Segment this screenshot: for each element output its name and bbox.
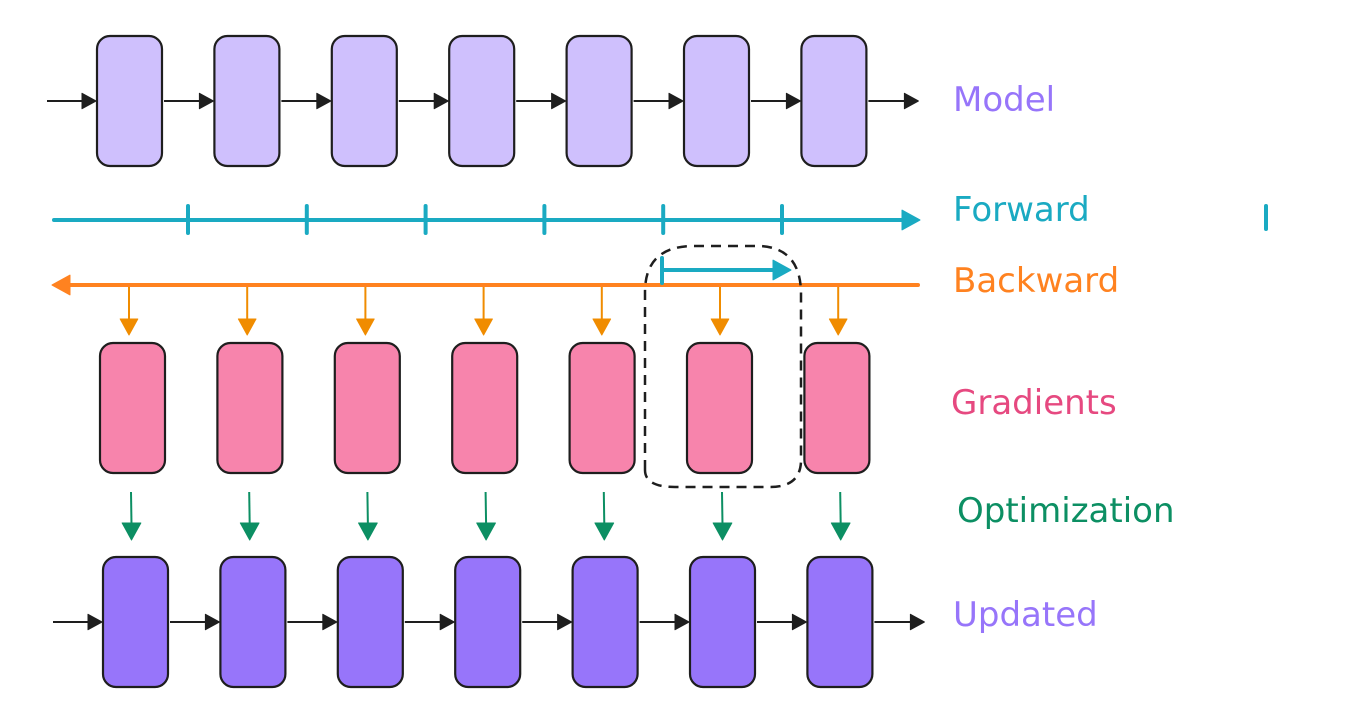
arrowhead-icon xyxy=(772,259,792,281)
updated-layer-2 xyxy=(219,555,287,689)
arrowhead-icon xyxy=(121,522,142,541)
gradient-layer-7 xyxy=(803,341,871,475)
model-layer-3 xyxy=(330,34,398,168)
arrowhead-icon xyxy=(476,522,496,541)
arrowhead-icon xyxy=(674,613,690,631)
arrowhead-icon xyxy=(198,92,214,110)
gradient-layer-4 xyxy=(451,341,519,475)
arrowhead-icon xyxy=(322,613,338,631)
arrowhead-icon xyxy=(903,92,919,110)
arrowhead-icon xyxy=(87,613,103,631)
dashed-highlight-box xyxy=(643,244,803,489)
arrowhead-icon xyxy=(828,318,848,336)
gradient-layer-1 xyxy=(98,341,167,475)
updated-layer-1 xyxy=(101,555,170,689)
optimization-arrow xyxy=(130,491,133,526)
updated-model-row xyxy=(53,555,925,689)
model-row xyxy=(47,34,919,168)
optimization-arrow xyxy=(721,491,724,526)
label-model: Model xyxy=(953,80,1056,120)
arrowhead-icon xyxy=(356,318,375,336)
model-layer-6 xyxy=(682,34,751,168)
arrowhead-icon xyxy=(791,613,807,631)
arrowhead-icon xyxy=(439,613,455,631)
arrowhead-icon xyxy=(557,613,573,631)
optimization-arrow xyxy=(248,491,251,526)
arrowhead-icon xyxy=(830,522,851,541)
label-backward: Backward xyxy=(953,261,1120,301)
optimization-arrow xyxy=(484,491,488,526)
forward-timeline xyxy=(52,204,921,235)
label-optimization: Optimization xyxy=(957,491,1175,531)
model-layer-4 xyxy=(448,34,516,168)
label-updated: Updated xyxy=(953,595,1098,635)
model-layer-7 xyxy=(800,34,868,168)
arrowhead-icon xyxy=(204,613,220,631)
gradients-row xyxy=(98,341,871,475)
label-gradients: Gradients xyxy=(951,383,1117,423)
arrowhead-icon xyxy=(81,92,97,110)
arrowhead-icon xyxy=(909,613,925,631)
updated-layer-5 xyxy=(571,555,639,689)
gradient-layer-6 xyxy=(685,341,754,475)
arrowhead-icon xyxy=(712,522,733,541)
label-forward: Forward xyxy=(953,190,1090,230)
arrowhead-icon xyxy=(474,318,493,336)
updated-layer-7 xyxy=(806,555,874,689)
arrowhead-icon xyxy=(239,522,260,541)
gradient-layer-3 xyxy=(333,341,401,475)
gradient-layer-2 xyxy=(216,341,284,475)
arrowhead-icon xyxy=(358,522,378,541)
optimization-arrow xyxy=(602,491,606,526)
backward-timeline xyxy=(51,274,920,336)
arrowhead-icon xyxy=(668,92,684,110)
model-layer-5 xyxy=(565,34,633,168)
forward-arrowhead-icon xyxy=(901,209,921,231)
backward-arrowhead-icon xyxy=(51,274,71,296)
optimization-arrow xyxy=(839,491,842,526)
arrowhead-icon xyxy=(237,318,257,336)
arrowhead-icon xyxy=(594,522,615,541)
arrowhead-icon xyxy=(551,92,567,110)
arrowhead-icon xyxy=(433,92,449,110)
arrowhead-icon xyxy=(592,318,612,336)
updated-layer-3 xyxy=(336,555,404,689)
arrowhead-icon xyxy=(119,318,139,336)
arrowhead-icon xyxy=(710,318,730,336)
optimization-arrows xyxy=(121,491,851,541)
optimization-arrow xyxy=(366,491,369,526)
updated-layer-4 xyxy=(454,555,522,689)
arrowhead-icon xyxy=(785,92,801,110)
gradient-layer-5 xyxy=(568,341,636,475)
arrowhead-icon xyxy=(316,92,332,110)
highlight-region xyxy=(643,244,803,489)
updated-layer-6 xyxy=(688,555,757,689)
clipped-text-fragment xyxy=(1264,204,1268,231)
model-layer-1 xyxy=(95,34,164,168)
model-layer-2 xyxy=(213,34,281,168)
